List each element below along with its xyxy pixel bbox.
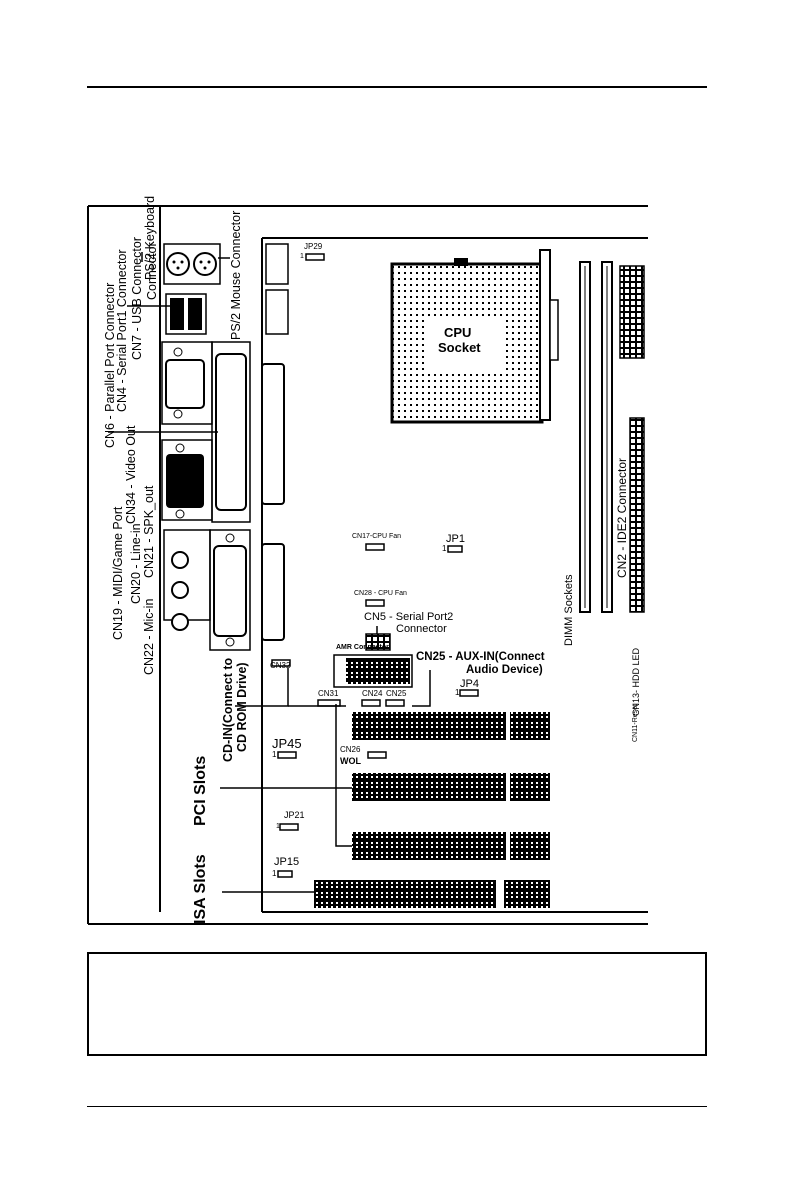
parallel-port <box>211 341 285 523</box>
label-jp4: JP4 <box>460 678 479 690</box>
page-footer-rule <box>87 1106 707 1107</box>
usb-connector <box>165 289 289 335</box>
label-cn25-1: CN25 - AUX-IN(Connect <box>416 651 545 663</box>
label-isa-slots: ISA Slots <box>192 854 209 924</box>
pin1-jp29: 1 <box>300 253 304 260</box>
pin1-jp21: 1 <box>276 823 280 830</box>
label-usb: CN7 - USB Connector <box>130 237 144 360</box>
label-cpu: CPU <box>444 325 472 340</box>
serial-port1 <box>161 341 213 425</box>
label-jp21: JP21 <box>284 810 305 820</box>
label-jp29: JP29 <box>304 242 323 251</box>
label-cn5-1: CN5 - Serial Port2 <box>364 611 454 623</box>
label-amr: AMR Connector <box>336 644 389 651</box>
amr-slot <box>333 654 413 688</box>
game-port <box>209 529 285 651</box>
video-out-port <box>161 439 213 521</box>
label-cn5-2: Connector <box>396 623 447 635</box>
label-jp15: JP15 <box>274 856 300 868</box>
note-box <box>87 952 707 1056</box>
isa-slot <box>314 880 550 908</box>
diagram-frame <box>87 205 648 925</box>
label-midi: CN19 - MIDI/Game Port <box>111 506 125 640</box>
label-wol: WOL <box>340 756 361 766</box>
label-line-in: CN20 - Line-in <box>129 523 143 604</box>
ide-connector <box>629 417 645 613</box>
label-cn31: CN31 <box>318 689 339 698</box>
label-serial1: CN4 - Serial Port1 Connector <box>115 249 129 412</box>
label-pci-slots: PCI Slots <box>192 755 209 826</box>
pin1-jp1: 1 <box>442 544 447 553</box>
label-cdin-1: CD-IN(Connect to <box>221 657 235 762</box>
label-jp45: JP45 <box>272 736 302 751</box>
label-video-out: CN34 - Video Out <box>124 425 138 524</box>
ps2-connectors <box>163 243 289 285</box>
label-socket: Socket <box>438 340 481 355</box>
label-cn11: CN11-Reset <box>632 704 639 742</box>
label-cn17: CN17-CPU Fan <box>352 533 402 540</box>
label-parallel: CN6 - Parallel Port Connector <box>103 282 117 448</box>
pin1-jp15: 1 <box>272 869 277 878</box>
label-cn26: CN26 <box>340 745 361 754</box>
label-mic-in: CN22 - Mic-in <box>142 598 156 675</box>
label-cn32: CN32 <box>270 661 291 670</box>
cpu-socket <box>390 249 559 424</box>
label-cn25-small: CN25 <box>386 689 407 698</box>
label-cdin-2: CD ROM Drive) <box>235 662 249 752</box>
serial-port2-header <box>365 633 391 651</box>
label-cn24: CN24 <box>362 689 383 698</box>
label-jp1: JP1 <box>446 533 465 545</box>
page-header-rule <box>87 86 707 88</box>
label-cn25-2: Audio Device) <box>466 664 543 676</box>
leader-lines <box>108 252 431 893</box>
label-dimm-sockets: DIMM Sockets <box>563 574 575 646</box>
power-connector <box>619 265 645 359</box>
label-ps2-mouse: PS/2 Mouse Connector <box>229 210 243 340</box>
audio-jacks <box>163 529 211 631</box>
label-spk-out: CN21 - SPK_out <box>142 485 156 578</box>
label-ide2: CN2 - IDE2 Connector <box>615 457 629 578</box>
pin1-jp45: 1 <box>272 750 277 759</box>
label-cn28: CN28 - CPU Fan <box>354 590 407 597</box>
dimm-sockets <box>579 261 613 613</box>
pin1-jp4: 1 <box>455 688 460 697</box>
label-connector-word: Connector <box>145 242 159 300</box>
pci-slots <box>352 712 550 860</box>
